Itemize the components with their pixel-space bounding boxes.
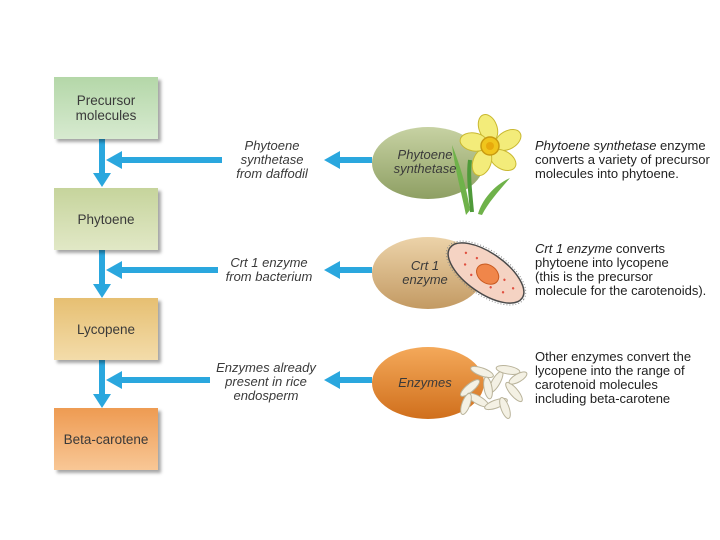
horizontal-arrow: [324, 261, 372, 279]
horizontal-arrow: [106, 261, 218, 279]
vertical-arrow: [93, 360, 111, 408]
pathway-label: Precursor molecules: [75, 93, 137, 123]
horizontal-arrow: [324, 371, 372, 389]
pathway-box-beta-carotene: Beta-carotene: [54, 408, 158, 470]
horizontal-arrow: [106, 371, 210, 389]
horizontal-arrow: [324, 151, 372, 169]
daffodil-icon: [452, 113, 522, 215]
pathway-box-lycopene: Lycopene: [54, 298, 158, 360]
pathway-box-precursor: Precursor molecules: [54, 77, 158, 139]
rice-grains-icon: [459, 365, 528, 419]
bacterium-icon: [445, 240, 527, 306]
description-phytoene-synthetase: Phytoene synthetase enzyme converts a va…: [535, 138, 710, 181]
pathway-label: Phytoene: [77, 211, 135, 227]
oval-label: Crt 1 enzyme: [402, 258, 448, 287]
oval-label: Enzymes: [398, 375, 452, 390]
enzyme-source-label: Crt 1 enzyme from bacterium: [225, 255, 313, 284]
vertical-arrow: [93, 139, 111, 187]
horizontal-arrow: [106, 151, 222, 169]
description-other-enzymes: Other enzymes convert the lycopene into …: [535, 349, 692, 406]
pathway-label: Lycopene: [76, 321, 136, 337]
pathway-box-phytoene: Phytoene: [54, 188, 158, 250]
enzyme-source-label: Enzymes already present in rice endosper…: [216, 360, 316, 403]
enzyme-oval: [372, 127, 484, 199]
enzyme-oval: [372, 347, 484, 419]
vertical-arrow: [93, 250, 111, 298]
pathway-label: Beta-carotene: [63, 431, 149, 447]
enzyme-source-label: Phytoene synthetase from daffodil: [236, 138, 308, 181]
oval-label: Phytoene synthetase: [393, 147, 457, 176]
description-crt1: Crt 1 enzyme converts phytoene into lyco…: [535, 241, 707, 298]
